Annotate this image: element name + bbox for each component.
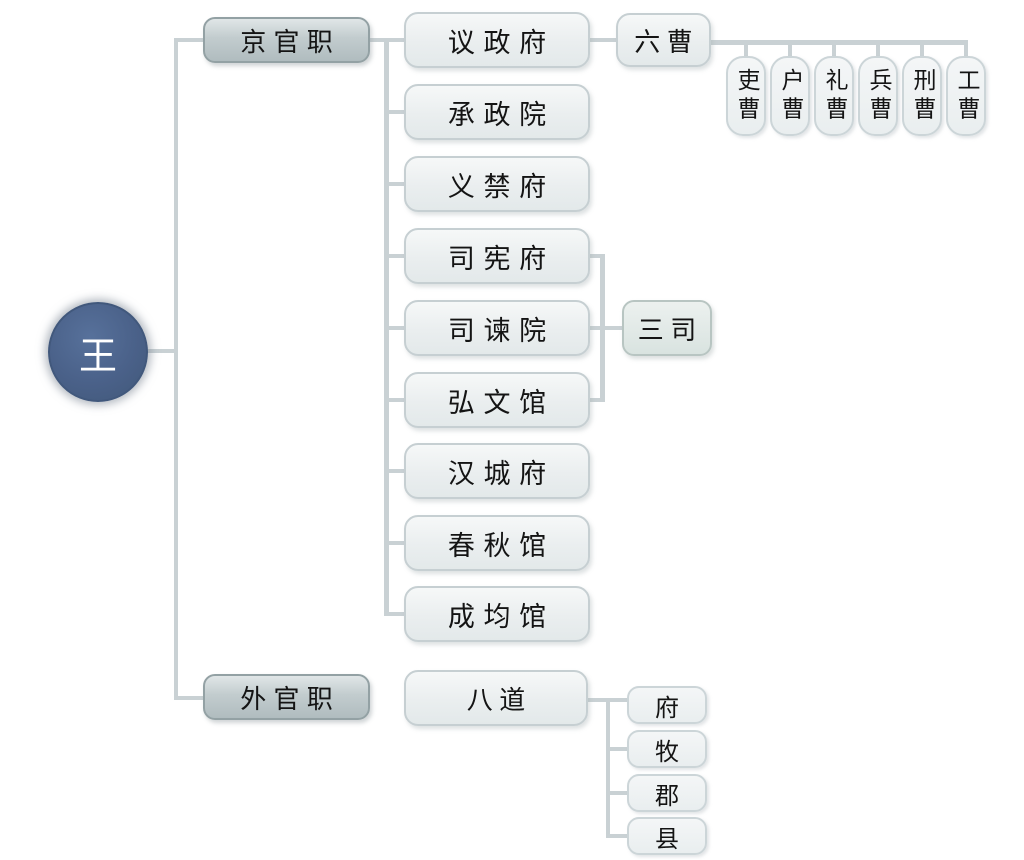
division-node: 牧: [627, 730, 707, 768]
connector-three-offices-stub: [588, 326, 604, 330]
ministry-node: 工曹: [946, 56, 986, 136]
ministry-node: 礼曹: [814, 56, 854, 136]
ministry-node: 兵曹: [858, 56, 898, 136]
capital-office-node: 司宪府: [404, 228, 590, 284]
connector-office-stub: [384, 326, 406, 330]
connector-trunk-bottom-arm: [174, 696, 205, 700]
connector-trunk-top-arm: [174, 38, 205, 42]
capital-office-node: 承政院: [404, 84, 590, 140]
ministry-node: 刑曹: [902, 56, 942, 136]
connector-office-stub: [384, 612, 406, 616]
capital-office-node: 成均馆: [404, 586, 590, 642]
connector-capital-spine-arm: [368, 38, 388, 42]
connector-office-stub: [384, 38, 406, 42]
connector-office-stub: [384, 541, 406, 545]
capital-office-node: 春秋馆: [404, 515, 590, 571]
node-six-ministries: 六曹: [616, 13, 711, 67]
connector-ministry-stub: [788, 44, 792, 58]
connector-division-stub: [606, 791, 629, 795]
connector-trunk: [174, 38, 178, 700]
connector-division-stub: [606, 834, 629, 838]
connector-ministry-stub: [832, 44, 836, 58]
connector-division-stub: [606, 747, 629, 751]
node-capital-branch: 京官职: [203, 17, 370, 63]
connector-ministry-stub: [876, 44, 880, 58]
division-node: 县: [627, 817, 707, 855]
node-eight-provinces: 八道: [404, 670, 588, 726]
connector-three-offices-arm: [600, 326, 624, 330]
connector-three-offices-stub: [588, 254, 604, 258]
node-provincial-branch: 外官职: [203, 674, 370, 720]
capital-office-node: 义禁府: [404, 156, 590, 212]
capital-office-node: 议政府: [404, 12, 590, 68]
node-three-offices: 三司: [622, 300, 712, 356]
connector-three-offices-stub: [588, 398, 604, 402]
connector-office-stub: [384, 398, 406, 402]
connector-six-ministries-rail: [709, 40, 968, 45]
connector-king-trunk: [146, 349, 176, 353]
division-node: 府: [627, 686, 707, 724]
connector-ministry-stub: [920, 44, 924, 58]
connector-office-stub: [384, 182, 406, 186]
connector-office-stub: [384, 254, 406, 258]
connector-office-stub: [384, 110, 406, 114]
ministry-node: 户曹: [770, 56, 810, 136]
connector-ministry-stub: [744, 44, 748, 58]
division-node: 郡: [627, 774, 707, 812]
capital-office-node: 司谏院: [404, 300, 590, 356]
capital-office-node: 汉城府: [404, 443, 590, 499]
connector-office-stub: [384, 469, 406, 473]
node-king: 王: [48, 302, 148, 402]
capital-office-node: 弘文馆: [404, 372, 590, 428]
connector-provinces-spine: [606, 698, 610, 836]
ministry-node: 吏曹: [726, 56, 766, 136]
connector-ministry-stub: [964, 44, 968, 58]
connector-six-ministries-arm: [588, 38, 618, 42]
